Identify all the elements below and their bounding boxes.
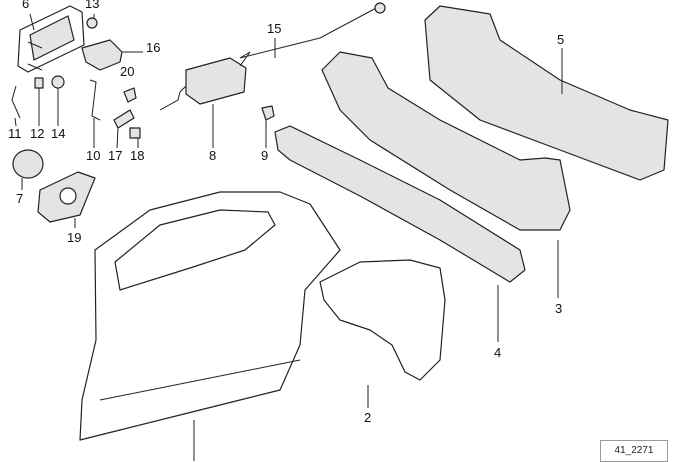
label-15: 15 — [267, 21, 281, 36]
part-actuator-bracket — [81, 39, 123, 71]
label-3: 3 — [555, 301, 562, 316]
part-14 — [51, 75, 65, 89]
part-18 — [129, 127, 141, 139]
part-fuel-filler-housing — [17, 5, 85, 73]
label-10: 10 — [86, 148, 100, 163]
part-20 — [123, 87, 137, 103]
part-rod-15 — [239, 5, 381, 67]
leader-lines — [14, 13, 563, 461]
diagram-id: 41_2271 — [600, 440, 668, 462]
label-14: 14 — [51, 126, 65, 141]
part-9 — [261, 105, 275, 121]
part-grommet-7 — [12, 149, 44, 179]
label-5: 5 — [557, 32, 564, 47]
part-rail-3 — [321, 51, 571, 231]
label-6: 6 — [22, 0, 29, 11]
label-20: 20 — [120, 64, 134, 79]
part-12 — [34, 77, 44, 89]
label-17: 17 — [108, 148, 122, 163]
part-bracket-4 — [274, 125, 526, 283]
label-9: 9 — [261, 148, 268, 163]
label-7: 7 — [16, 191, 23, 206]
part-spring-17 — [113, 109, 135, 129]
label-11: 11 — [8, 126, 22, 141]
part-11 — [11, 85, 21, 119]
part-actuator-8 — [185, 57, 247, 105]
label-18: 18 — [130, 148, 144, 163]
part-rail-5 — [424, 5, 669, 181]
part-wheel-arch-2 — [319, 259, 446, 381]
part-10 — [89, 79, 101, 121]
part-13 — [86, 17, 98, 29]
label-12: 12 — [30, 126, 44, 141]
label-4: 4 — [494, 345, 501, 360]
label-19: 19 — [67, 230, 81, 245]
label-8: 8 — [209, 148, 216, 163]
label-13: 13 — [85, 0, 99, 11]
label-2: 2 — [364, 410, 371, 425]
label-16: 16 — [146, 40, 160, 55]
